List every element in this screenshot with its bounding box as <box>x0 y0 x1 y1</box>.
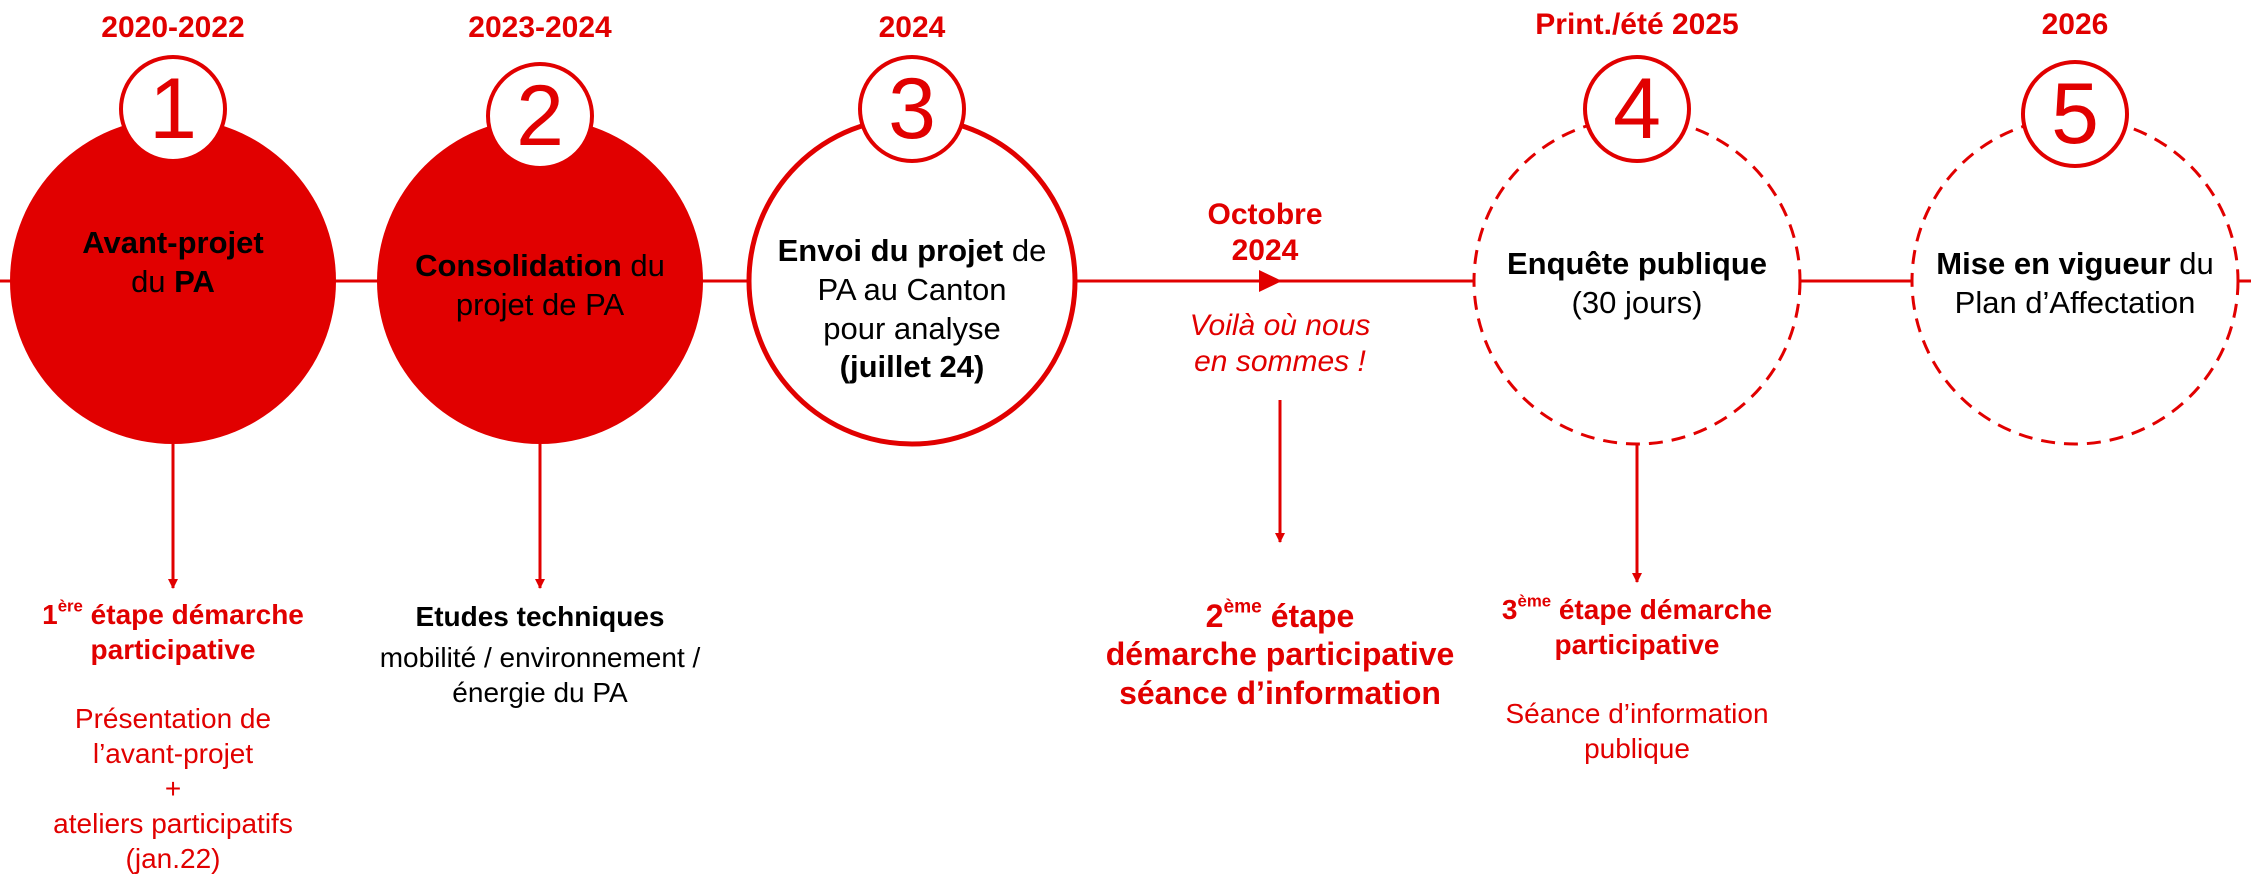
stage-1-badge <box>119 55 227 163</box>
note-stage-4: 3ème étape démarche participative Séance… <box>1462 592 1812 766</box>
milestone-axis-arrow-icon <box>1259 270 1282 292</box>
stage-2-title-rest: du <box>621 248 665 283</box>
stage-5-title-bold: Mise en vigueur <box>1936 246 2171 281</box>
note-1-sup: ère <box>57 596 83 616</box>
stage-5-number: 5 <box>2051 66 2099 162</box>
note-1-head-a: 1 <box>42 599 58 630</box>
note-2-body-0: mobilité / environnement / <box>379 642 701 673</box>
stage-1-title-bold2: PA <box>174 263 215 299</box>
stage-4-number: 4 <box>1613 61 1661 157</box>
milestone-date: Octobre 2024 <box>1140 197 1390 269</box>
stage-4-title-line2: (30 jours) <box>1571 284 1703 320</box>
milestone-status-line1: Voilà où nous <box>1189 309 1371 342</box>
stage-4-title: Enquête publique (30 jours) <box>1487 245 1787 323</box>
note-1-head-b: étape démarche <box>82 599 304 630</box>
stage-3-title-rest: de <box>1003 233 1047 268</box>
stage-5-title-rest: du <box>2170 246 2214 281</box>
note-3-head-a: 2 <box>1205 598 1224 634</box>
stage-1-title: Avant-projet du PA <box>33 224 313 302</box>
stage-3-badge <box>858 55 966 163</box>
note-1-body-1: l’avant-projet <box>92 738 254 769</box>
stage-2-badge <box>486 62 594 170</box>
note-3-head-b: étape <box>1261 598 1355 634</box>
stage-3-title-bold: Envoi du projet <box>777 233 1004 268</box>
note-4-head-c: participative <box>1554 629 1720 660</box>
stage-4-badge <box>1583 55 1691 163</box>
milestone-status-line2: en sommes ! <box>1194 345 1366 378</box>
note-4-body-1: publique <box>1584 733 1690 764</box>
note-3-head: 2ème étape <box>1080 597 1480 635</box>
note-1-body-2: + <box>164 773 182 804</box>
stage-1-title-rest: du <box>131 263 175 299</box>
stage-1-title-line2: du PA <box>33 263 313 302</box>
stage-2-circle <box>377 118 703 444</box>
stage-2-title-bold: Consolidation <box>415 248 622 283</box>
note-1-body-3: ateliers participatifs <box>53 808 293 839</box>
note-3-sup: ème <box>1223 596 1262 618</box>
stage-3-year: 2024 <box>878 11 946 44</box>
stage-5-badge <box>2021 60 2129 168</box>
stage-2-number: 2 <box>516 68 564 164</box>
stage-4-year: Print./été 2025 <box>1535 8 1739 41</box>
stage-3-number: 3 <box>888 61 936 157</box>
note-4-head: 3ème étape démarche <box>1462 592 1812 627</box>
note-stage-1: 1ère étape démarche participative Présen… <box>18 597 328 876</box>
note-4-head-b: étape démarche <box>1551 594 1773 625</box>
note-3-line3: séance d’information <box>1119 674 1441 711</box>
stage-1-year: 2020-2022 <box>101 11 245 44</box>
stage-2-title: Consolidation du projet de PA <box>380 247 700 325</box>
note-1-head: 1ère étape démarche <box>18 597 328 632</box>
stage-5-year: 2026 <box>2041 8 2109 41</box>
note-4-head-a: 3 <box>1501 594 1518 625</box>
stage-3-title-line3: pour analyse <box>823 310 1001 346</box>
note-1-body-0: Présentation de <box>74 703 272 734</box>
stage-3-title-line1: Envoi du projet de <box>762 232 1062 271</box>
stage-3-title: Envoi du projet de PA au Canton pour ana… <box>762 232 1062 387</box>
stage-1-number: 1 <box>149 61 197 157</box>
note-2-head: Etudes techniques <box>415 601 665 632</box>
note-stage-2: Etudes techniques mobilité / environneme… <box>360 599 720 710</box>
note-2-body-1: énergie du PA <box>452 677 628 708</box>
milestone-status: Voilà où nous en sommes ! <box>1130 308 1430 380</box>
milestone-date-line1: Octobre <box>1207 198 1323 231</box>
stage-5-title: Mise en vigueur du Plan d’Affectation <box>1915 245 2235 323</box>
note-1-body-4: (jan.22) <box>125 843 221 874</box>
stage-4-title-bold: Enquête publique <box>1506 246 1768 281</box>
stage-3-title-line4: (juillet 24) <box>839 349 985 385</box>
note-4-body-0: Séance d’information <box>1505 698 1769 729</box>
stage-3-title-line2: PA au Canton <box>817 271 1007 307</box>
stage-2-year: 2023-2024 <box>468 11 612 44</box>
stage-2-title-line1: Consolidation du <box>380 247 700 286</box>
stage-5-title-line1: Mise en vigueur du <box>1915 245 2235 284</box>
note-milestone: 2ème étape démarche participative séance… <box>1080 597 1480 712</box>
stage-1-title-bold: Avant-projet <box>82 225 264 260</box>
note-3-line2: démarche participative <box>1105 636 1455 673</box>
stage-2-title-line2: projet de PA <box>455 286 625 322</box>
stage-5-title-line2: Plan d’Affectation <box>1954 284 2196 320</box>
milestone-date-line2: 2024 <box>1231 234 1299 267</box>
stage-1-circle <box>10 118 336 444</box>
note-4-sup: ème <box>1517 591 1552 611</box>
note-1-head-c: participative <box>90 634 256 665</box>
